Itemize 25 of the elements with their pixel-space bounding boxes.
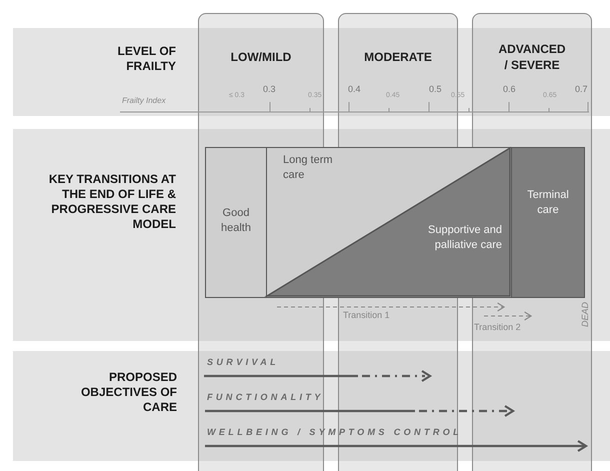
tick-label: 0.5 [429, 84, 442, 96]
transition-label: Transition 2 [474, 322, 521, 334]
row-heading: PROPOSED OBJECTIVES OF CARE [80, 370, 177, 415]
axis-title: Frailty Index [122, 96, 166, 106]
transition-label: Transition 1 [343, 310, 390, 322]
column-heading: MODERATE [364, 50, 432, 66]
end-label: DEAD [580, 302, 591, 328]
stage-label: Long term care [283, 153, 334, 183]
tick-label: 0.7 [575, 84, 588, 96]
row-heading: LEVEL OF FRAILTY [116, 44, 176, 74]
column-heading: LOW/MILD [230, 50, 292, 66]
frailty-column-header [198, 13, 324, 115]
care-stage-box [205, 147, 267, 298]
objective-label: FUNCTIONALITY [207, 392, 324, 404]
frailty-column-header [472, 13, 592, 115]
stage-label: Good health [220, 206, 252, 236]
care-stage-box [511, 147, 585, 298]
row-heading: KEY TRANSITIONS AT THE END OF LIFE & PROGRESSIVE CARE MODEL [48, 172, 176, 232]
tick-label: 0.3 [263, 84, 276, 96]
tick-label: 0.4 [348, 84, 361, 96]
stage-label: Terminal care [526, 188, 570, 218]
stage-label: Supportive and palliative care [427, 223, 502, 253]
tick-label: 0.6 [503, 84, 516, 96]
column-heading: ADVANCED / SEVERE [497, 42, 567, 74]
objective-label: SURVIVAL [207, 357, 280, 368]
